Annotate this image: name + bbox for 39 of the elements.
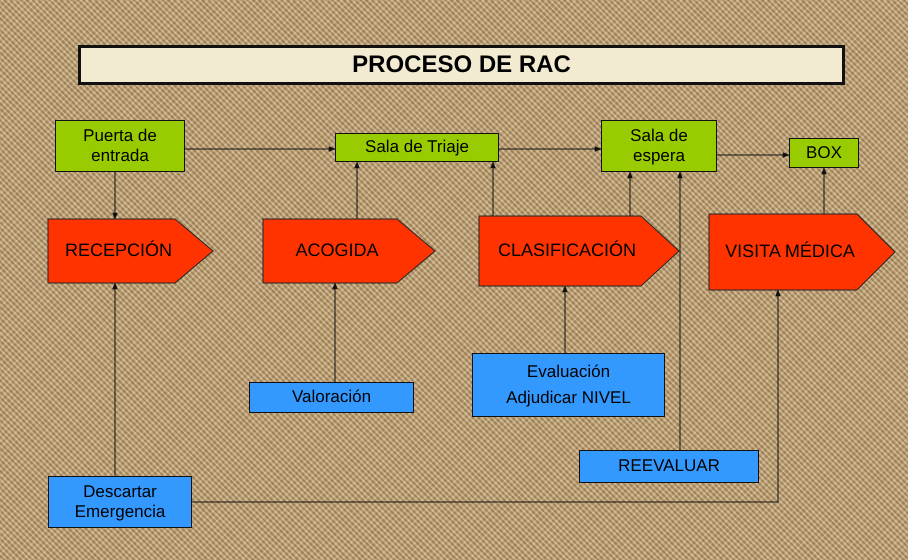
process-box: [249, 382, 414, 413]
arrow: [498, 146, 602, 152]
node-label: REEVALUAR: [618, 456, 720, 477]
arrow: [716, 152, 790, 158]
arrow: [562, 285, 568, 354]
arrow: [627, 171, 633, 216]
process-box: [601, 120, 717, 172]
process-box: [55, 120, 185, 172]
arrow: [332, 282, 338, 382]
arrow: [677, 171, 683, 450]
process-arrow: [479, 216, 679, 286]
arrow: [184, 146, 336, 152]
arrow: [192, 289, 781, 502]
node-label: Sala de Triaje: [365, 137, 469, 158]
node-label: Puerta de entrada: [82, 126, 158, 166]
arrow: [354, 161, 360, 220]
process-box: [472, 353, 665, 417]
arrow: [112, 172, 118, 220]
process-arrow: [709, 214, 895, 290]
arrow: [821, 167, 827, 214]
node-label: Valoración: [292, 387, 372, 408]
title-banner: PROCESO DE RAC: [78, 45, 845, 85]
process-box: [48, 476, 192, 528]
process-box: [579, 450, 759, 483]
arrow: [490, 161, 496, 216]
node-label: RECEPCIÓN: [64, 240, 173, 262]
node-label: VISITA MÉDICA: [725, 241, 856, 263]
node-label: Descartar Emergencia: [74, 482, 166, 522]
process-box: [789, 138, 859, 168]
process-box: [335, 133, 499, 162]
arrow: [112, 282, 118, 476]
node-label: CLASIFICACIÓN: [498, 240, 638, 262]
node-label: Adjudicar NIVEL: [506, 388, 631, 408]
node-label: Evaluación: [526, 362, 610, 382]
node-label: Sala de espera: [629, 126, 689, 166]
process-arrow: [263, 219, 435, 283]
node-label: BOX: [806, 142, 842, 164]
node-label: ACOGIDA: [295, 240, 380, 262]
process-arrow: [48, 219, 213, 283]
